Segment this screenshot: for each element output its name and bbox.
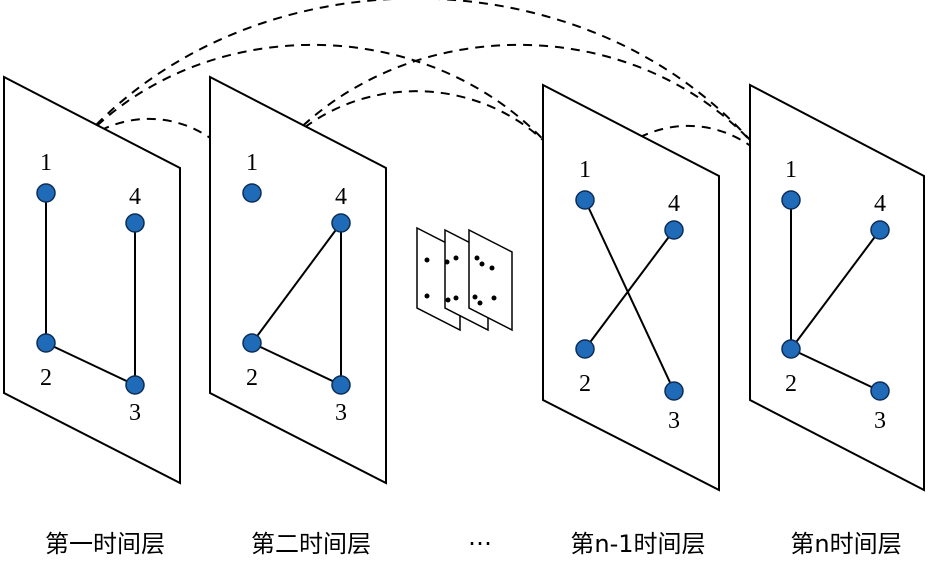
node-3 — [664, 381, 684, 401]
layer-2-label: 第二时间层 — [251, 530, 371, 558]
link-layer1-layer4 — [251, 43, 792, 195]
node-3 — [870, 381, 890, 401]
node-4 — [125, 213, 145, 233]
mini-dot — [445, 297, 451, 303]
edge-2-3 — [790, 348, 881, 392]
layer-1-nodes: 1 2 3 4 — [36, 150, 145, 426]
layer-1-plane — [2, 75, 181, 485]
node-2 — [781, 339, 801, 359]
mini-dot — [474, 255, 480, 261]
layer-n-minus-1-label: 第n-1时间层 — [570, 530, 705, 558]
intermediate-layers-icon: … — [416, 226, 513, 551]
node-2-label: 2 — [40, 365, 52, 391]
node-2-label: 2 — [246, 365, 258, 391]
layer-2: 1 2 3 4 第二时间层 — [209, 75, 387, 558]
node-3-label: 3 — [874, 408, 886, 434]
node-3-label: 3 — [335, 400, 347, 426]
node-3 — [125, 375, 145, 395]
node-2 — [575, 339, 595, 359]
node-1 — [36, 183, 56, 203]
layer-n-minus-1-nodes: 1 2 3 4 — [575, 157, 684, 434]
node-4-label: 4 — [129, 184, 141, 210]
layer-n-nodes: 1 2 3 4 — [781, 157, 890, 434]
edge-2-4 — [251, 222, 342, 344]
mini-dot — [453, 295, 459, 301]
node-4-label: 4 — [335, 184, 347, 210]
node-1-label: 1 — [246, 150, 258, 176]
layer-n-minus-1-edges — [584, 199, 675, 392]
node-3-label: 3 — [668, 408, 680, 434]
node-4 — [870, 220, 890, 240]
node-4 — [331, 213, 351, 233]
mini-dot — [477, 300, 483, 306]
mini-dot — [472, 294, 478, 300]
node-1 — [575, 190, 595, 210]
node-2-label: 2 — [785, 371, 797, 397]
node-3 — [331, 375, 351, 395]
node-3-label: 3 — [129, 400, 141, 426]
link-layer0-layer4 — [45, 0, 792, 195]
node-1-label: 1 — [40, 150, 52, 176]
edge-1-3 — [584, 199, 675, 392]
layer-1: 1 2 3 4 第一时间层 — [2, 75, 181, 558]
node-4-label: 4 — [874, 191, 886, 217]
mini-dot — [444, 259, 450, 265]
layer-n-edges — [790, 200, 881, 392]
link-layer0-layer3 — [45, 43, 586, 195]
node-1-label: 1 — [785, 157, 797, 183]
node-4-label: 4 — [668, 191, 680, 217]
layer-n-minus-1: 1 2 3 4 第n-1时间层 — [542, 83, 720, 558]
mini-dot — [424, 257, 430, 263]
edge-2-4 — [790, 229, 881, 350]
layer-1-edges — [45, 193, 136, 386]
edge-2-3 — [45, 342, 136, 386]
mini-dot — [489, 265, 495, 271]
node-4 — [664, 220, 684, 240]
ellipsis-label: … — [468, 523, 492, 551]
layer-2-edges — [251, 222, 342, 386]
mini-dot — [424, 293, 430, 299]
mini-dot — [453, 255, 459, 261]
edge-2-4 — [584, 229, 675, 350]
node-1 — [242, 183, 262, 203]
edge-2-3 — [251, 342, 342, 386]
node-2-label: 2 — [579, 371, 591, 397]
layer-n-label: 第n时间层 — [790, 530, 901, 558]
node-1-label: 1 — [579, 157, 591, 183]
layer-2-nodes: 1 2 3 4 — [242, 150, 351, 426]
mini-dot — [479, 261, 485, 267]
layer-1-label: 第一时间层 — [45, 530, 165, 558]
node-2 — [242, 333, 262, 353]
node-2 — [36, 333, 56, 353]
mini-dot — [491, 295, 497, 301]
node-1 — [781, 190, 801, 210]
layer-n: 1 2 3 4 第n时间层 — [749, 83, 925, 558]
